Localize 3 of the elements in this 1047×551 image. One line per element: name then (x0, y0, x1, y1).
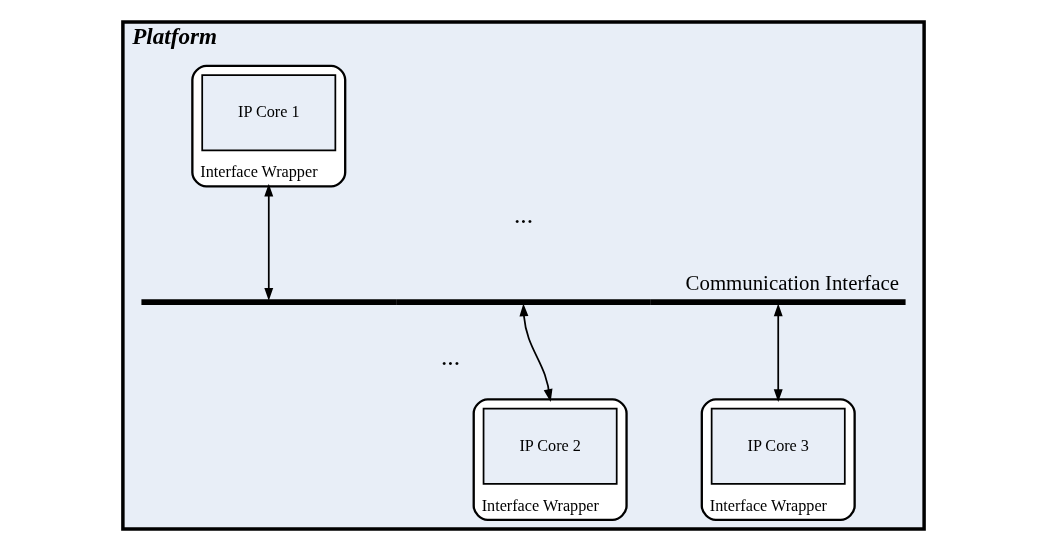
label: ... (513, 199, 534, 229)
label: ... (441, 342, 461, 372)
node-label: Communication Interface (685, 271, 900, 296)
